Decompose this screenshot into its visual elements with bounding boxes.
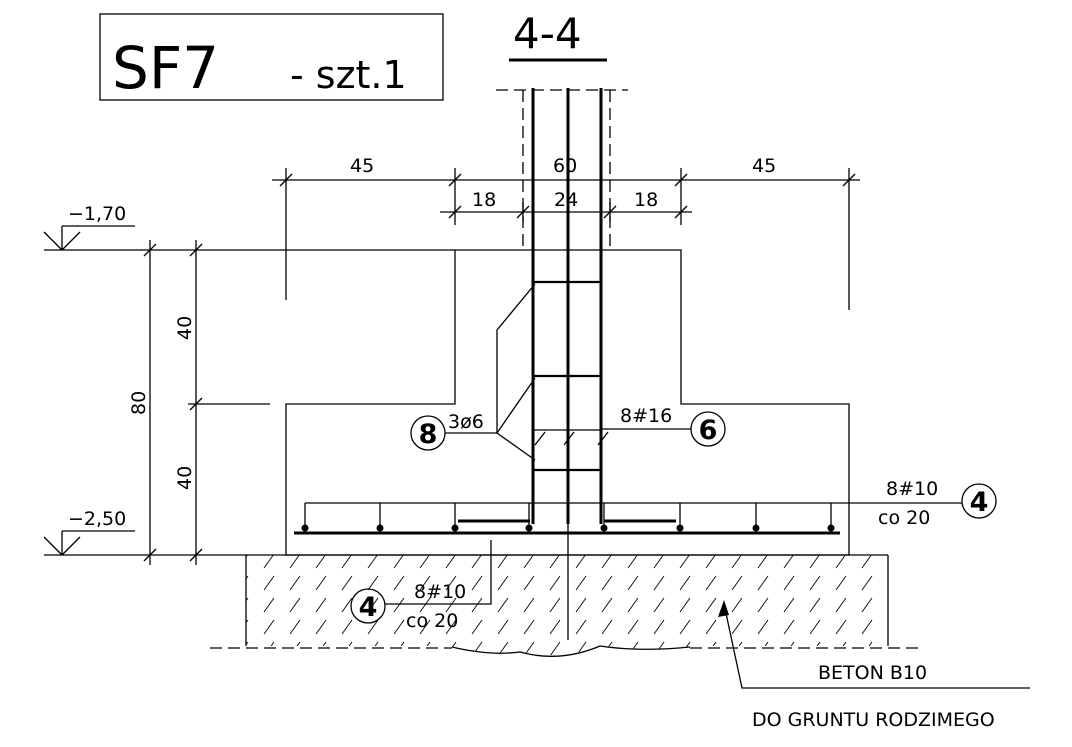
- bottom-reinforcement: [294, 502, 840, 535]
- note-ground: DO GRUNTU RODZIMEGO: [752, 709, 995, 731]
- stirrup-mark-no: 8: [419, 419, 438, 450]
- section-name: 4-4: [513, 9, 582, 58]
- bottom-bar-mark-no: 4: [970, 487, 989, 518]
- note-concrete: BETON B10: [818, 662, 927, 684]
- dim-height-lower: 40: [174, 466, 196, 490]
- section-label: 4-4: [509, 9, 607, 62]
- callout-column-bars: 6 8#16: [534, 405, 726, 447]
- column-bar-spec: 8#16: [620, 405, 672, 427]
- dimension-left: 80 40 40: [44, 240, 455, 565]
- callout-stirrups: 8 3ø6: [410, 283, 536, 461]
- dim-top-center: 60: [553, 155, 577, 177]
- dim-top-left: 45: [350, 155, 374, 177]
- concrete-note: BETON B10 DO GRUNTU RODZIMEGO: [718, 600, 1030, 731]
- dim-height-upper: 40: [174, 316, 196, 340]
- dimension-inner: 18 24 18: [440, 189, 692, 222]
- level-bottom: −2,50: [68, 508, 126, 530]
- element-mark: SF7: [112, 34, 219, 102]
- footing-outline: [285, 249, 850, 556]
- title-block: SF7 - szt.1: [99, 13, 444, 102]
- dim-top-right: 45: [752, 155, 776, 177]
- stirrup-spec: 3ø6: [448, 411, 484, 433]
- bottom-bar-b-spacing: co 20: [406, 610, 458, 632]
- title-frame: [99, 13, 444, 101]
- bottom-bar-spacing: co 20: [878, 507, 930, 529]
- bottom-bar-b-spec: 8#10: [414, 581, 466, 603]
- dim-inner-right: 18: [634, 189, 658, 211]
- level-top: −1,70: [68, 203, 126, 225]
- column-outline: [496, 89, 628, 250]
- column-bar-mark-no: 6: [699, 415, 718, 446]
- dim-inner-left: 18: [472, 189, 496, 211]
- dimension-top: 45 60 45: [272, 155, 860, 310]
- callout-bottom-bars: 4 8#10 co 20: [835, 478, 997, 529]
- lean-concrete-layer: [210, 554, 920, 657]
- callout-bottom-bars-b: 4 8#10 co 20: [350, 540, 492, 632]
- bottom-bar-spec: 8#10: [886, 478, 938, 500]
- dim-height-total: 80: [128, 391, 150, 415]
- level-marker-top: −1,70: [43, 203, 135, 251]
- level-marker-bottom: −2,50: [43, 508, 135, 556]
- bottom-bar-b-mark-no: 4: [359, 592, 378, 623]
- element-quantity: - szt.1: [290, 53, 407, 97]
- column-reinforcement: [531, 88, 603, 524]
- dim-inner-center: 24: [554, 189, 578, 211]
